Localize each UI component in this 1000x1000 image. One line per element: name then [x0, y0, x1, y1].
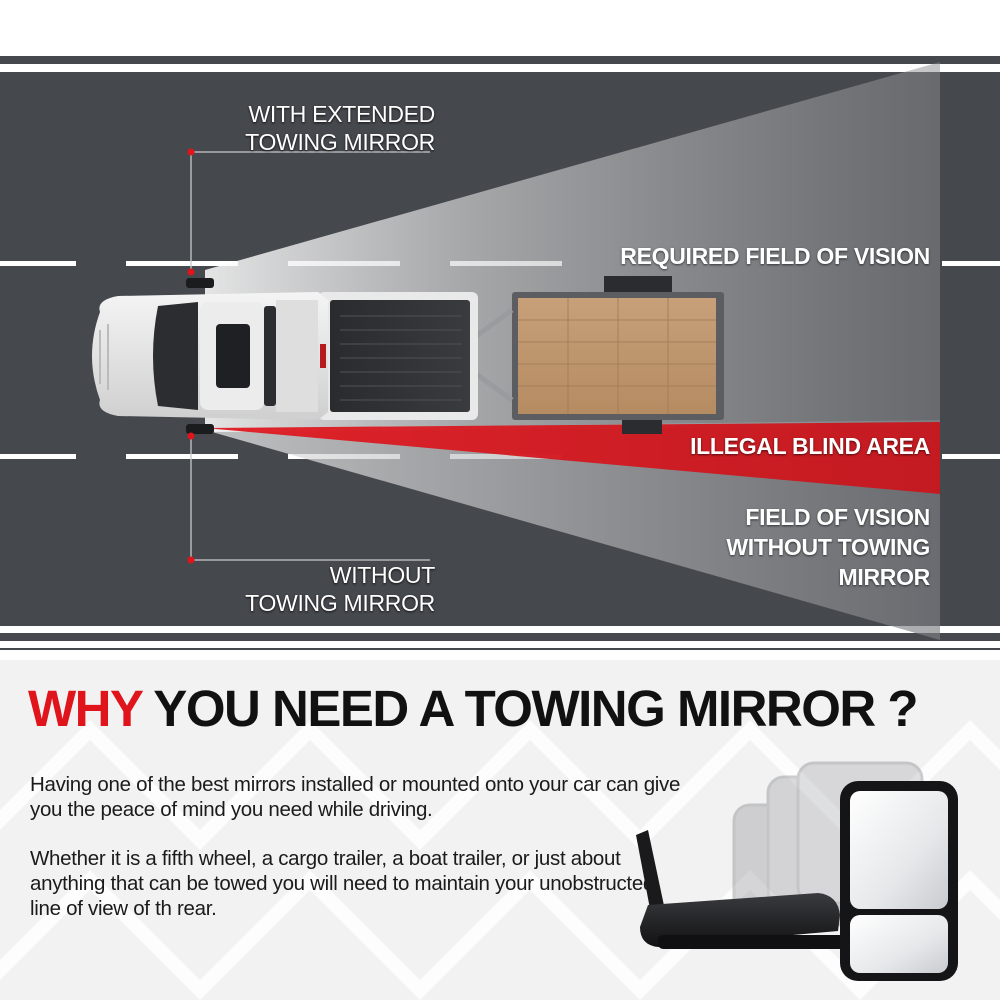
body-paragraph-1: Having one of the best mirrors installed…: [30, 773, 681, 821]
road-illustration: [0, 50, 1000, 650]
label-line: WITHOUT: [329, 562, 436, 588]
label-line: ILLEGAL BLIND AREA: [690, 433, 930, 459]
towing-diagram: WITH EXTENDED TOWING MIRROR REQUIRED FIE…: [0, 50, 1000, 650]
info-section: WHY YOU NEED A TOWING MIRROR ? Having on…: [0, 660, 1000, 1000]
label-required-field-of-vision: REQUIRED FIELD OF VISION: [560, 242, 930, 270]
label-line: FIELD OF VISION: [745, 504, 930, 530]
label-without-towing-mirror: WITHOUT TOWING MIRROR: [240, 561, 435, 617]
label-field-without-mirror: FIELD OF VISION WITHOUT TOWING MIRROR: [660, 502, 930, 592]
label-line: WITH EXTENDED: [248, 101, 436, 127]
label-line: TOWING MIRROR: [245, 590, 435, 616]
label-line: WITHOUT TOWING: [726, 534, 930, 560]
label-line: REQUIRED FIELD OF VISION: [620, 243, 930, 269]
trailer: [426, 276, 724, 434]
headline: WHY YOU NEED A TOWING MIRROR ?: [28, 680, 919, 738]
pickup-truck: [92, 278, 478, 434]
leader-dots: [187, 148, 195, 564]
towing-mirror-image: [636, 761, 958, 981]
label-line: TOWING MIRROR: [245, 129, 435, 155]
label-illegal-blind-area: ILLEGAL BLIND AREA: [600, 432, 930, 460]
label-line: MIRROR: [838, 564, 931, 590]
body-paragraph-2: Whether it is a fifth wheel, a cargo tra…: [30, 847, 655, 920]
headline-rest: YOU NEED A TOWING MIRROR ?: [141, 680, 918, 737]
blind-area: [205, 422, 940, 494]
label-with-extended-mirror: WITH EXTENDED TOWING MIRROR: [240, 100, 435, 156]
headline-accent: WHY: [28, 680, 143, 737]
